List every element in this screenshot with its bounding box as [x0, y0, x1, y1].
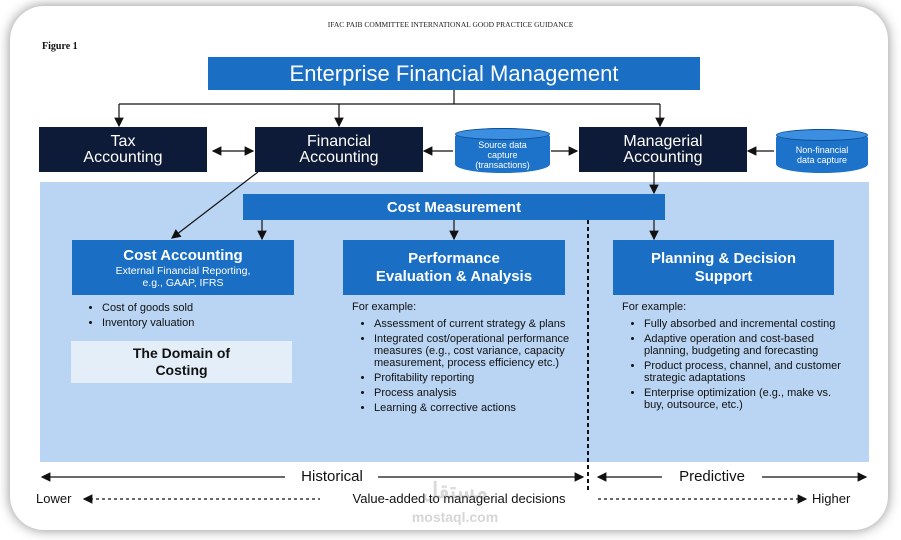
list-item: Profitability reporting	[374, 372, 570, 384]
cost-accounting-box: Cost Accounting External Financial Repor…	[72, 240, 294, 295]
list-item: Learning & corrective actions	[374, 402, 570, 414]
planning-lead: For example:	[622, 301, 687, 313]
list-item: Product process, channel, and customer s…	[644, 360, 842, 384]
cost-accounting-subtitle-1: External Financial Reporting,	[115, 264, 251, 277]
planning-line-2: Support	[694, 267, 753, 285]
document-header: IFAC PAIB COMMITTEE INTERNATIONAL GOOD P…	[327, 20, 574, 29]
domain-line-2: Costing	[155, 362, 208, 378]
predictive-label: Predictive	[679, 468, 745, 485]
source-line-1: Source data	[478, 139, 527, 150]
source-line-2: capture	[487, 149, 518, 160]
list-item: Fully absorbed and incremental costing	[644, 318, 842, 330]
source-data-cylinder: Source data capture (transactions)	[455, 128, 550, 173]
watermark-latin: mostaql.com	[411, 509, 499, 525]
nonfinancial-data-cylinder: Non-financial data capture	[776, 129, 868, 173]
planning-line-1: Planning & Decision	[650, 249, 797, 267]
tax-line-1: Tax	[110, 132, 136, 150]
performance-line-1: Performance	[408, 249, 500, 267]
domain-of-costing-box: The Domain of Costing	[71, 341, 292, 383]
planning-list: For example: Fully absorbed and incremen…	[622, 301, 842, 414]
financial-line-2: Accounting	[299, 148, 379, 166]
managerial-line-2: Accounting	[623, 148, 703, 166]
performance-line-2: Evaluation & Analysis	[375, 267, 533, 285]
list-item: Integrated cost/operational performance …	[374, 333, 570, 369]
lower-label: Lower	[36, 491, 72, 506]
list-item: Enterprise optimization (e.g., make vs. …	[644, 387, 842, 411]
planning-decision-box: Planning & Decision Support	[613, 240, 834, 295]
performance-lead: For example:	[352, 301, 417, 313]
list-item: Process analysis	[374, 387, 570, 399]
enterprise-financial-management-title: Enterprise Financial Management	[208, 57, 700, 90]
performance-evaluation-box: Performance Evaluation & Analysis	[343, 240, 565, 295]
cost-measurement-text: Cost Measurement	[386, 198, 522, 216]
list-item: Assessment of current strategy & plans	[374, 318, 570, 330]
domain-line-1: The Domain of	[132, 345, 231, 361]
cost-accounting-title: Cost Accounting	[123, 246, 243, 264]
source-line-3: (transactions)	[475, 159, 530, 170]
managerial-accounting-box: Managerial Accounting	[579, 127, 747, 172]
title-text: Enterprise Financial Management	[289, 60, 619, 86]
figure-label: Figure 1	[42, 41, 78, 52]
historical-label: Historical	[301, 468, 363, 485]
list-item: Adaptive operation and cost-based planni…	[644, 333, 842, 357]
performance-list: For example: Assessment of current strat…	[352, 301, 570, 417]
list-item: Cost of goods sold	[102, 302, 290, 314]
nonfinancial-line-2: data capture	[796, 155, 848, 165]
cost-measurement-box: Cost Measurement	[243, 194, 665, 220]
financial-line-1: Financial	[306, 132, 372, 150]
watermark-arabic: مستقل	[422, 478, 488, 503]
list-item: Inventory valuation	[102, 317, 290, 329]
value-added-label: Value-added to managerial decisions	[352, 491, 566, 506]
cost-accounting-subtitle-2: e.g., GAAP, IFRS	[142, 276, 224, 289]
financial-accounting-box: Financial Accounting	[255, 127, 423, 172]
tax-line-2: Accounting	[83, 148, 163, 166]
higher-label: Higher	[812, 491, 851, 506]
nonfinancial-line-1: Non-financial	[795, 145, 849, 155]
tax-accounting-box: Tax Accounting	[39, 127, 207, 172]
managerial-line-1: Managerial	[623, 132, 703, 150]
cost-accounting-list: Cost of goods sold Inventory valuation	[80, 302, 290, 332]
